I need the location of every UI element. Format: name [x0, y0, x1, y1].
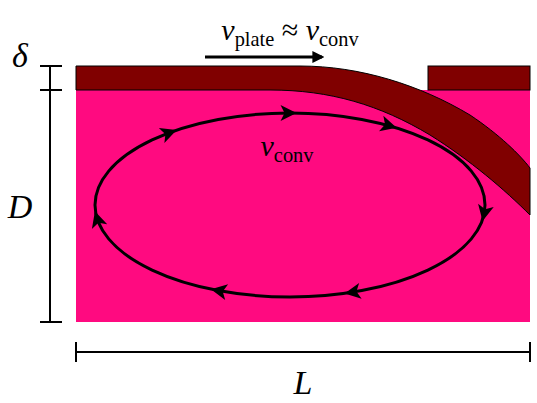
overriding-plate — [428, 66, 530, 90]
flow-arrowhead — [281, 105, 297, 121]
flow-arrowhead — [475, 204, 494, 223]
convection-velocity-label: vconv — [261, 131, 314, 161]
convection-cell — [95, 113, 485, 297]
flow-arrowhead — [379, 116, 399, 136]
depth-bracket — [40, 90, 62, 322]
flow-arrowhead — [159, 123, 180, 144]
subducting-plate — [76, 66, 530, 215]
delta-bracket — [40, 66, 62, 90]
length-label: L — [294, 366, 313, 400]
length-bracket — [76, 342, 530, 362]
flow-arrowhead — [87, 209, 107, 229]
plate-velocity-label: vplate ≈ vconv — [221, 15, 358, 45]
flow-arrowhead — [209, 281, 228, 300]
flow-arrowheads — [87, 105, 493, 301]
plate-velocity-arrow — [205, 56, 322, 59]
plate-thickness-label: δ — [12, 39, 28, 73]
depth-label: D — [8, 190, 33, 224]
flow-arrowhead — [343, 283, 361, 301]
